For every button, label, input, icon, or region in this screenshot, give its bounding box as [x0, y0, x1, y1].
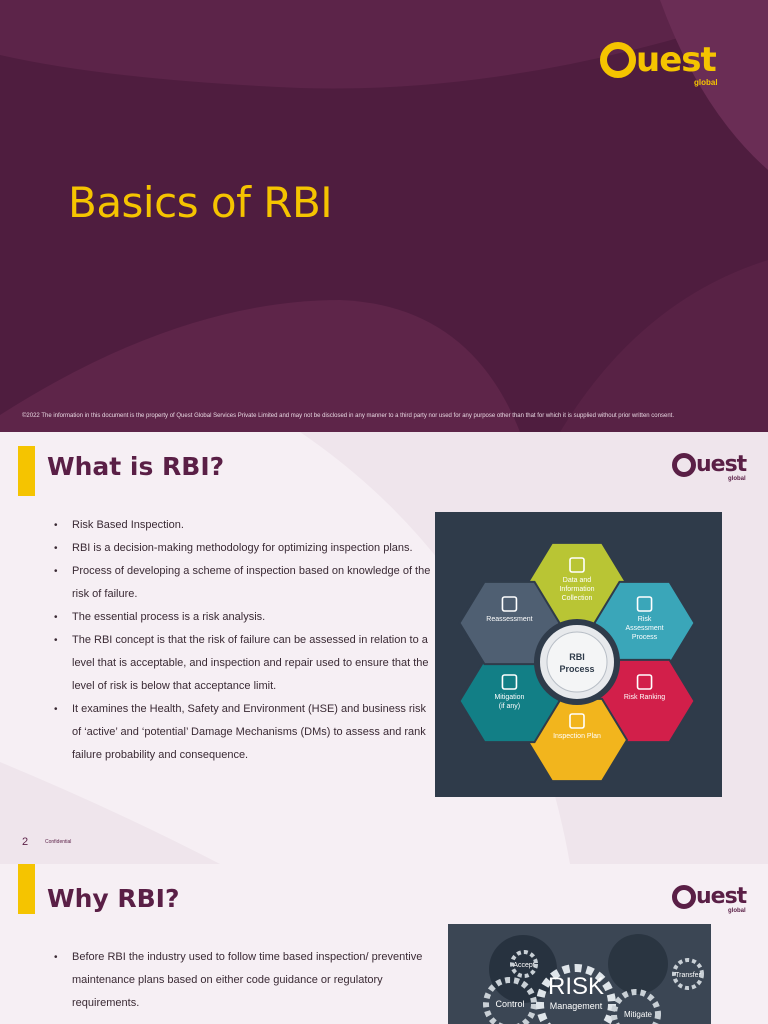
- logo-wordmark: uest: [696, 884, 747, 909]
- title-accent-bar: [18, 446, 35, 496]
- quest-global-logo: uest global: [672, 884, 747, 914]
- confidential-label: Confidential: [45, 839, 72, 845]
- clipboard-icon: [569, 713, 585, 729]
- logo-subtext: global: [728, 908, 746, 914]
- risk-management-image: RISK Management Accept Control Mitigate …: [448, 924, 711, 1024]
- center-disc: [546, 631, 608, 693]
- database-icon: [569, 557, 585, 573]
- segment-label: Reassessment: [486, 616, 532, 623]
- bullet-list: Risk Based Inspection. RBI is a decision…: [54, 514, 434, 767]
- page-number: 2: [22, 836, 29, 848]
- management-label: Management: [550, 1001, 603, 1011]
- segment-label: Assessment: [625, 625, 663, 632]
- gear-icon: [510, 950, 538, 978]
- segment-label: Mitigation: [494, 694, 524, 701]
- copyright-footer: ©2022 The information in this document i…: [22, 413, 674, 419]
- what-is-rbi-slide: What is RBI? uest global Risk Based Insp…: [0, 432, 768, 864]
- logo-q-mark: [672, 452, 696, 477]
- title-slide: uest global Basics of RBI ©2022 The info…: [0, 0, 768, 432]
- gear-icon: [672, 958, 704, 990]
- gear-icon: [536, 964, 616, 1024]
- bullet-item: It examines the Health, Safety and Envir…: [54, 698, 434, 767]
- bullet-item: Process of developing a scheme of inspec…: [54, 560, 434, 606]
- center-label: Process: [559, 664, 594, 674]
- control-label: Control: [495, 999, 524, 1009]
- segment-label: Information: [559, 586, 594, 593]
- bullet-item: Risk Based Inspection.: [54, 514, 434, 537]
- logo-q-mark: [672, 884, 696, 909]
- logo-wordmark: uest: [696, 452, 747, 477]
- bullet-item: The RBI concept is that the risk of fail…: [54, 629, 434, 698]
- mitigate-label: Mitigate: [624, 1010, 653, 1019]
- accept-label: Accept: [513, 962, 534, 969]
- segment-label: Inspection Plan: [553, 733, 601, 740]
- bullet-list: Before RBI the industry used to follow t…: [54, 946, 424, 1015]
- bullet-item: The essential process is a risk analysis…: [54, 606, 434, 629]
- rbi-process-graphic: Data andInformationCollectionRiskAssessm…: [458, 541, 696, 783]
- segment-label: Data and: [563, 577, 592, 584]
- document-icon: [501, 596, 518, 612]
- risk-gears-graphic: RISK Management Accept Control Mitigate …: [448, 924, 711, 1024]
- gear-icon: [483, 977, 537, 1024]
- logo-subtext: global: [694, 78, 718, 87]
- quest-global-logo: uest global: [672, 452, 747, 482]
- quest-global-logo: uest global: [600, 40, 718, 87]
- bullet-item: RBI is a decision-making methodology for…: [54, 537, 434, 560]
- logo-subtext: global: [728, 476, 746, 482]
- title-accent-bar: [18, 864, 35, 914]
- segment-label: Collection: [562, 595, 593, 602]
- logo-wordmark: uest: [636, 40, 717, 80]
- segment-label: Risk Ranking: [624, 694, 665, 701]
- segment-label: Risk: [638, 616, 652, 623]
- risk-label: RISK: [548, 973, 604, 1000]
- center-label: RBI: [569, 652, 585, 662]
- segment-label: (if any): [499, 703, 520, 710]
- logo-q-mark: [600, 42, 636, 78]
- slide-title: Why RBI?: [47, 884, 180, 913]
- background-shapes: [0, 0, 768, 432]
- slide-title: Basics of RBI: [68, 178, 333, 227]
- recycle-icon: [636, 596, 653, 612]
- shield-icon: [501, 674, 518, 690]
- slide-title: What is RBI?: [47, 452, 225, 481]
- gear-icon: [611, 989, 661, 1024]
- warning-icon: [636, 674, 653, 690]
- segment-label: Process: [632, 634, 658, 641]
- why-rbi-slide: Why RBI? uest global Before RBI the indu…: [0, 864, 768, 1024]
- transfer-label: Transfer: [675, 972, 701, 979]
- bullet-item: Before RBI the industry used to follow t…: [54, 946, 424, 1015]
